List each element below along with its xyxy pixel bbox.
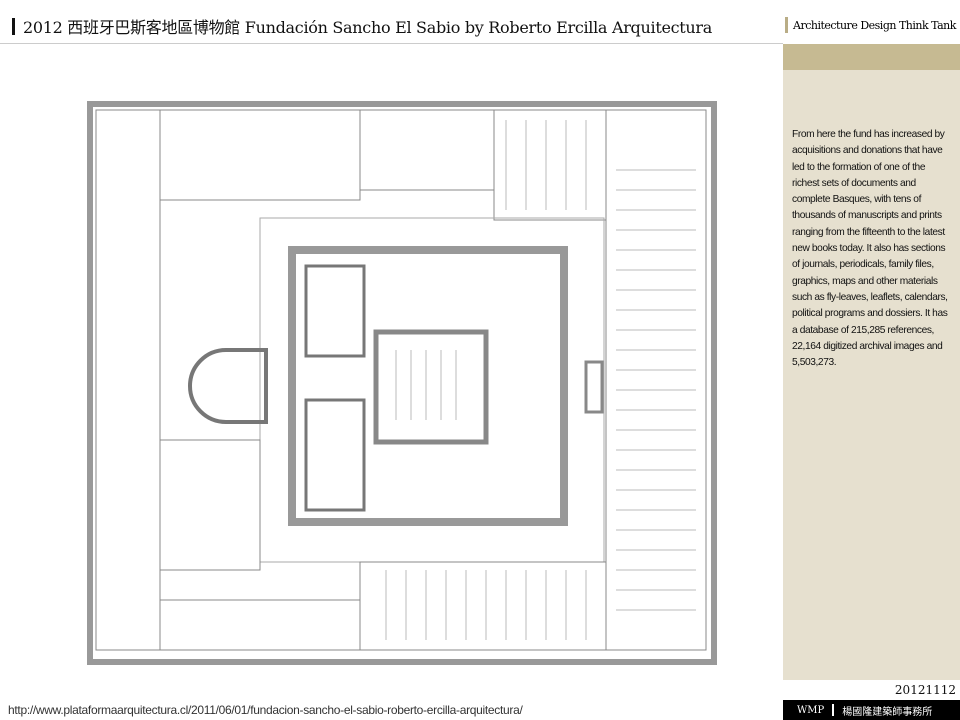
panel-band <box>783 44 960 70</box>
title-bar-marker <box>12 17 15 35</box>
footer-logo-bar: WMP 楊國隆建築師事務所 <box>783 700 960 720</box>
service-core-top <box>304 264 366 358</box>
slide-title: 2012 西班牙巴斯客地區博物館 Fundación Sancho El Sab… <box>12 14 712 38</box>
stack-shelves <box>385 120 696 640</box>
left-strip <box>95 109 161 651</box>
description-text: From here the fund has increased by acqu… <box>792 129 948 369</box>
title-text: 2012 西班牙巴斯客地區博物館 Fundación Sancho El Sab… <box>23 18 713 37</box>
brand-text: Architecture Design Think Tank <box>793 18 956 32</box>
spiral-stair <box>188 348 268 424</box>
auditorium <box>373 329 489 445</box>
office-left <box>159 439 261 571</box>
office-bottom-left <box>159 599 361 651</box>
stairs-top <box>493 109 607 221</box>
brand-label: Architecture Design Think Tank17 <box>785 17 960 33</box>
side-panel <box>783 70 960 680</box>
firm-name: 楊國隆建築師事務所 <box>842 706 933 718</box>
reading-hall <box>288 246 568 526</box>
source-link[interactable]: http://www.plataformaarquitectura.cl/201… <box>8 703 523 717</box>
header-divider <box>0 43 783 44</box>
floor-plan <box>87 101 717 665</box>
stacks-bottom <box>359 561 607 651</box>
stacks-right <box>605 109 707 651</box>
office-top-center <box>359 109 495 191</box>
logo-divider <box>832 704 835 716</box>
service-core-bottom <box>304 398 366 512</box>
office-top-left <box>159 109 361 201</box>
brand-marker <box>785 17 788 33</box>
outer-wall <box>87 101 717 665</box>
window-right <box>584 360 604 414</box>
wmp-logo: WMP <box>797 704 825 716</box>
date-label: 20121112 <box>894 683 956 697</box>
